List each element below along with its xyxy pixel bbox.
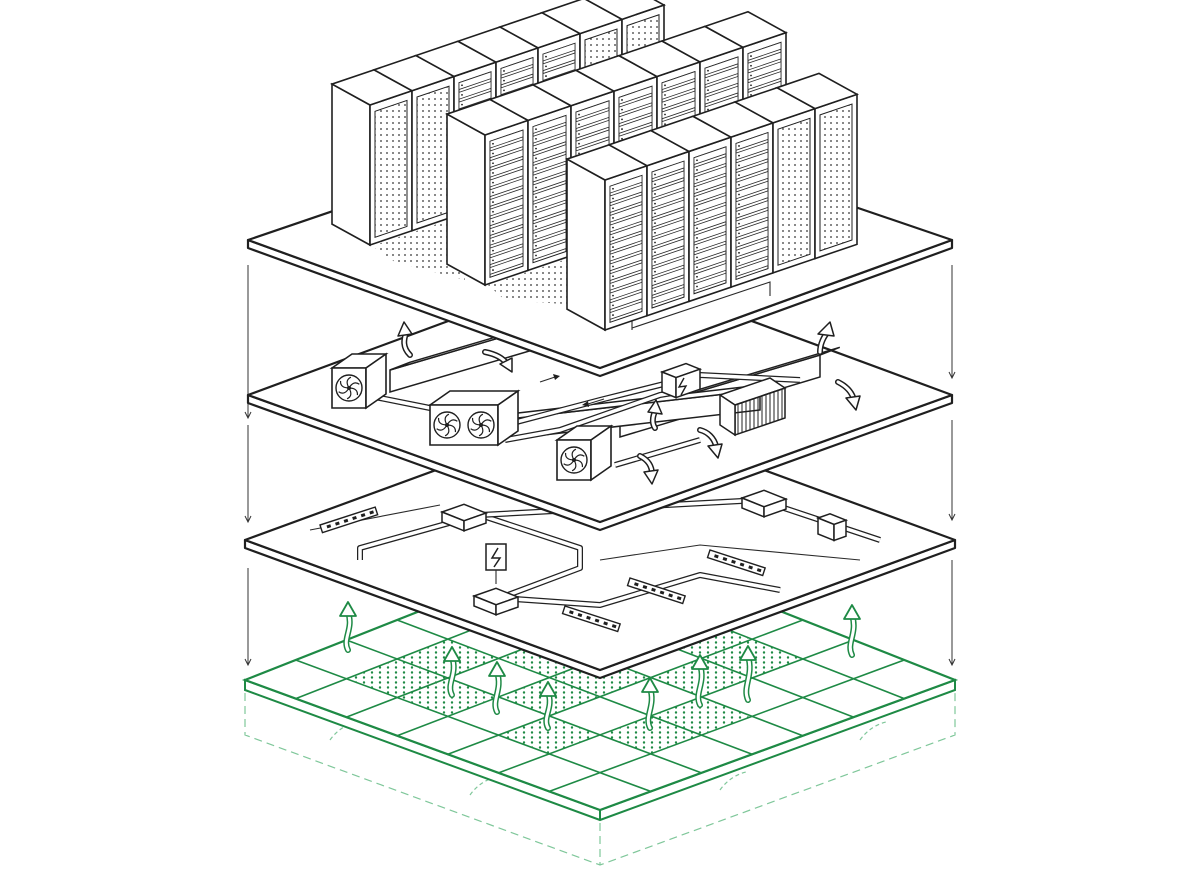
airflow-arrow-icon — [443, 646, 461, 698]
rack-side-panel — [566, 157, 606, 332]
server-rack-icon — [445, 98, 530, 287]
perforated-tile-icon — [488, 258, 580, 305]
fan-icon — [467, 411, 495, 439]
guide-arrowhead-icon — [244, 411, 252, 420]
condenser-fan-unit — [554, 424, 614, 482]
airflow-arrow-icon — [539, 681, 557, 731]
condenser-fan-unit — [427, 389, 521, 447]
airflow-arrow-icon — [641, 677, 659, 731]
airflow-arrow-icon — [339, 601, 357, 653]
cable-tray — [631, 281, 771, 329]
guide-arrowhead-icon — [244, 658, 252, 667]
lightning-icon — [485, 543, 507, 584]
airflow-arrow-icon — [817, 321, 835, 355]
tile-grid-line — [498, 639, 854, 774]
fan-icon — [433, 411, 461, 439]
power-breaker-box — [815, 512, 849, 542]
tile-grid-line — [346, 639, 702, 774]
airflow-arrow-icon — [637, 453, 659, 485]
plenum-airflow-icon — [719, 771, 747, 791]
plenum-airflow-icon — [859, 721, 887, 741]
power-strip-icon — [319, 506, 379, 534]
airflow-arrow-icon — [835, 379, 861, 411]
airflow-arrow-icon — [843, 604, 861, 658]
tile-grid-line — [295, 659, 651, 793]
server-rack-icon — [775, 72, 859, 260]
power-strip-icon — [561, 605, 622, 633]
power-junction-box — [439, 503, 489, 532]
server-rack-icon — [733, 86, 817, 274]
tile-grid-line — [549, 659, 905, 793]
fan-icon — [560, 446, 588, 474]
guide-arrowhead-icon — [948, 513, 956, 522]
flow-direction-arrow — [587, 398, 605, 405]
server-rack-icon — [488, 83, 573, 272]
guide-arrowhead-icon — [948, 658, 956, 667]
rack-side-panel — [331, 82, 371, 247]
server-rack-icon — [372, 54, 456, 232]
power-strip-icon — [626, 577, 687, 605]
server-rack-icon — [607, 129, 691, 317]
server-rack-icon — [330, 68, 414, 247]
power-strip-icon — [706, 549, 767, 577]
server-rack-icon — [565, 143, 649, 332]
airflow-arrow-icon — [691, 654, 709, 708]
cooling-layer — [246, 263, 954, 532]
perforated-tile-icon — [372, 218, 465, 280]
server-room-layer — [246, 0, 954, 378]
lightning-icon — [677, 377, 688, 396]
power-junction-box — [739, 489, 789, 518]
airflow-arrow-icon — [647, 399, 663, 431]
airflow-arrow-icon — [397, 321, 413, 358]
flow-direction-arrow — [539, 376, 556, 383]
airflow-arrow-icon — [739, 645, 757, 703]
fan-icon — [335, 374, 363, 402]
guide-arrowhead-icon — [244, 515, 252, 524]
condenser-fan-unit — [329, 352, 389, 410]
heat-exchanger — [718, 377, 787, 437]
server-rack-icon — [649, 115, 733, 303]
tile-grid-line — [447, 619, 804, 756]
server-rack-icon — [691, 101, 775, 289]
airflow-arrow-icon — [697, 427, 723, 459]
guide-arrowhead-icon — [948, 371, 956, 380]
airflow-arrow-icon — [488, 661, 506, 715]
cooling-control-box — [659, 362, 703, 399]
tile-grid-line — [396, 619, 753, 756]
rack-row — [565, 72, 859, 332]
airflow-arrow-icon — [482, 349, 513, 373]
rack-side-panel — [446, 112, 486, 287]
power-junction-box — [471, 587, 521, 616]
